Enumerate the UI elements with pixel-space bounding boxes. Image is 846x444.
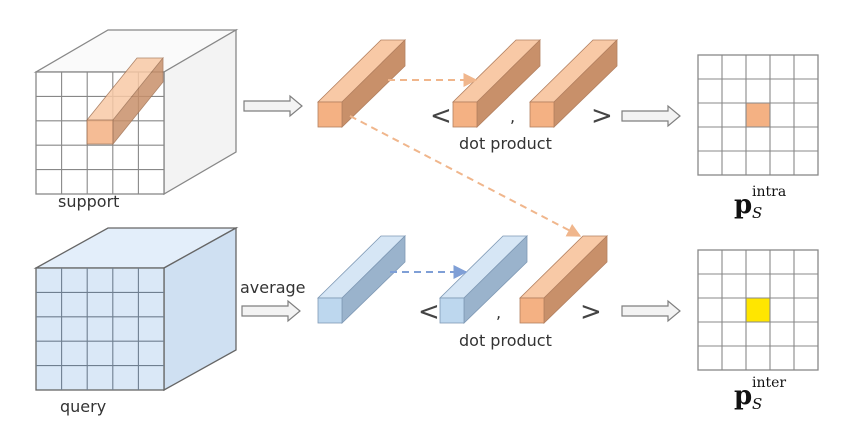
intra-output-label: p intra S (734, 184, 786, 222)
intra-right-operand-bar (529, 39, 618, 128)
intra-highlight-cell (746, 103, 770, 127)
support-pixel-feature-bar (86, 56, 164, 146)
inter-close-bracket: > (580, 297, 602, 327)
inter-left-operand-bar (439, 235, 528, 324)
arrow-query-average (241, 299, 301, 323)
arrow-support-to-bar (243, 94, 303, 118)
query-average-bar (317, 235, 406, 324)
inter-right-operand-bar (519, 235, 608, 324)
query-label: query (60, 397, 106, 416)
dashed-arrow-support-to-inter (349, 115, 582, 237)
support-vector-bar (317, 39, 406, 128)
svg-text:S: S (752, 395, 762, 413)
inter-comma: , (496, 303, 501, 322)
inter-output-label: p inter S (734, 375, 786, 413)
svg-text:p: p (734, 381, 752, 411)
intra-left-operand-bar (452, 39, 541, 128)
svg-text:inter: inter (752, 375, 786, 391)
query-feature-cube (33, 226, 239, 392)
inter-output-map (697, 249, 819, 371)
intra-open-bracket: < (430, 101, 452, 131)
svg-text:intra: intra (752, 184, 786, 200)
intra-dot-product-label: dot product (459, 134, 552, 153)
support-feature-cube (33, 28, 239, 196)
intra-output-map (697, 54, 819, 176)
svg-text:S: S (752, 204, 762, 222)
support-label: support (58, 192, 119, 211)
inter-highlight-cell (746, 298, 770, 322)
arrow-to-intra-map (621, 104, 681, 128)
arrow-to-inter-map (621, 299, 681, 323)
svg-text:p: p (734, 190, 752, 220)
inter-dot-product-label: dot product (459, 331, 552, 350)
intra-comma: , (510, 107, 515, 126)
inter-open-bracket: < (418, 297, 440, 327)
intra-close-bracket: > (591, 101, 613, 131)
average-label: average (240, 278, 306, 297)
